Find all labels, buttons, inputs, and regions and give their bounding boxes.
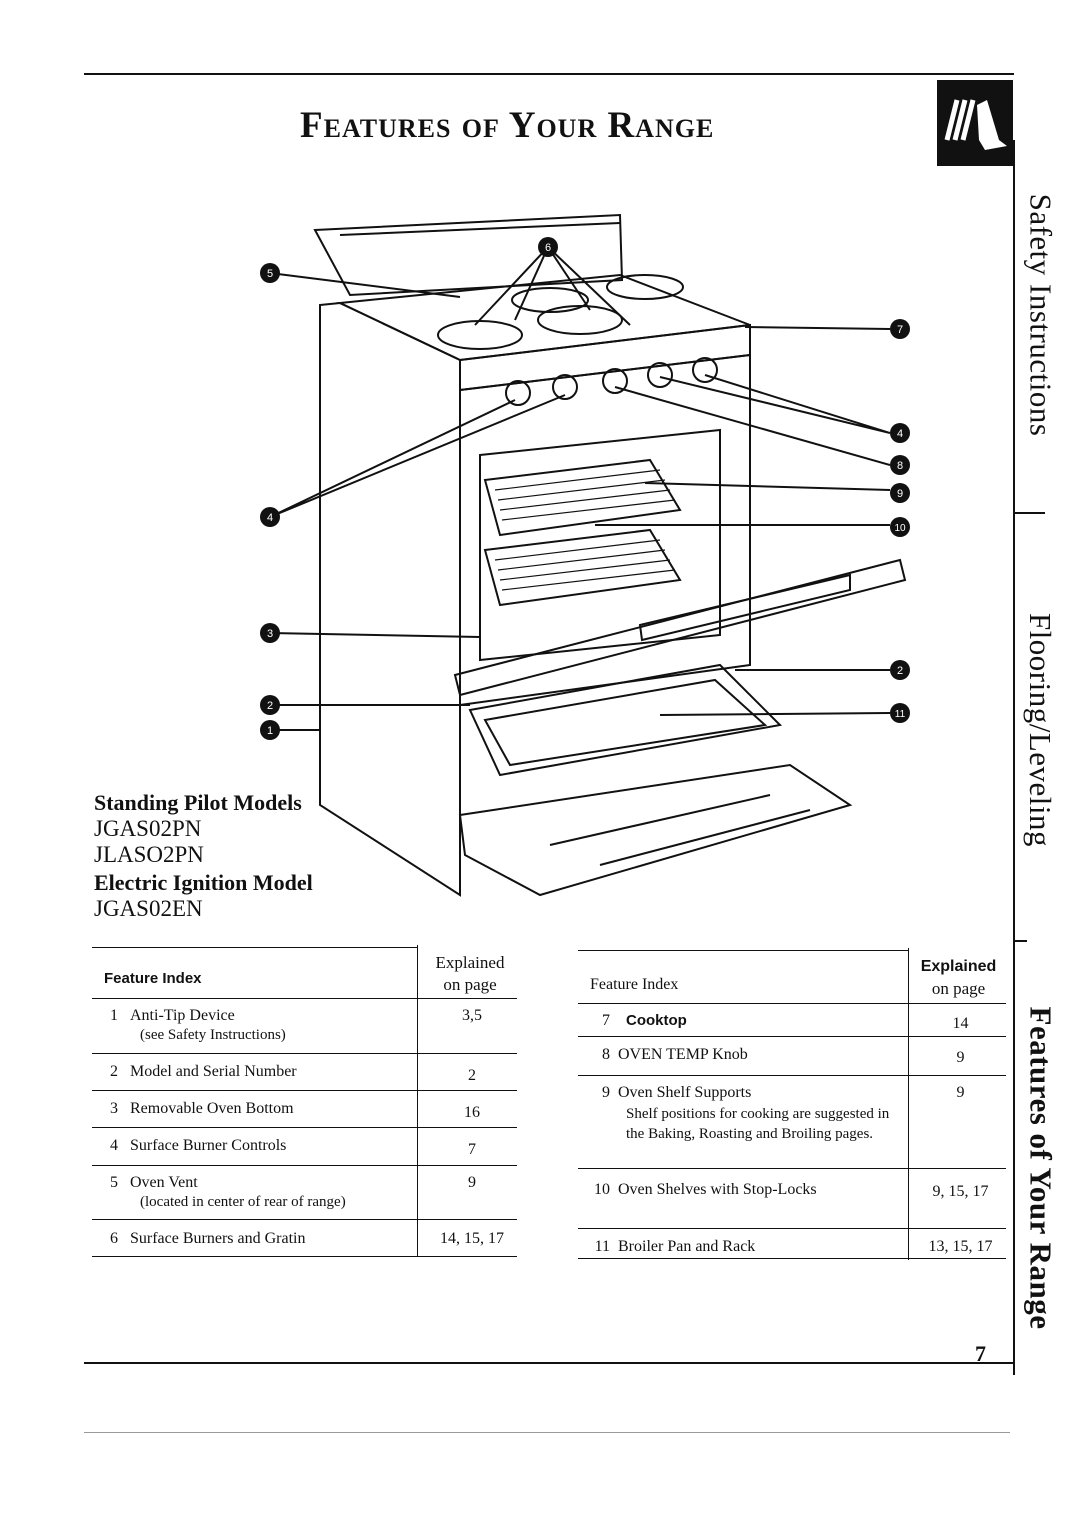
top-rule (84, 73, 1014, 75)
svg-text:8: 8 (897, 460, 903, 472)
model-number: JLASO2PN (94, 842, 204, 867)
bottom-rule (84, 1362, 1014, 1364)
model-number: JGAS02EN (94, 896, 203, 921)
side-tab-flooring[interactable]: Flooring/Leveling (1023, 612, 1058, 848)
model-number: JGAS02PN (94, 816, 202, 841)
hand-logo-icon (944, 99, 1007, 150)
standing-pilot-heading: Standing Pilot Models (94, 790, 302, 815)
page-title: Features of Your Range (300, 105, 715, 146)
callout-4-left: 4 (260, 507, 280, 527)
explained-header: Explained (435, 953, 505, 972)
svg-text:5: 5 (267, 268, 273, 280)
svg-text:6: 6 (545, 242, 551, 254)
page-number: 7 (975, 1341, 986, 1366)
callout-1: 1 (260, 720, 280, 740)
callout-5: 5 (260, 263, 280, 283)
shelf-note: Shelf positions for cooking are suggeste… (626, 1106, 890, 1142)
svg-text:4: 4 (897, 428, 903, 440)
feature-index-header: Feature Index (590, 976, 679, 993)
feature-index-header: Feature Index (104, 970, 202, 987)
feature-index-table-left: Feature Index Explained on page 1 Anti-T… (92, 945, 517, 1265)
callout-2-right: 2 (890, 660, 910, 680)
svg-text:2: 2 (267, 700, 273, 712)
side-tab-tick (1015, 512, 1045, 514)
callout-2-left: 2 (260, 695, 280, 715)
callout-10: 10 (890, 517, 910, 537)
callout-3: 3 (260, 623, 280, 643)
feature-index-table-right: Feature Index Explained on page 7 Cookto… (578, 948, 1006, 1263)
side-tab-safety[interactable]: Safety Instructions (1023, 193, 1059, 437)
callout-7: 7 (890, 319, 910, 339)
range-illustration: 5 6 7 4 8 9 10 4 3 2 2 1 11 (260, 213, 910, 897)
svg-text:9: 9 (897, 488, 903, 500)
svg-text:10: 10 (894, 523, 906, 534)
callout-markers: 5 6 7 4 8 9 10 4 3 2 2 1 11 (260, 237, 910, 740)
explained-header: Explained (920, 958, 997, 975)
svg-text:7: 7 (897, 324, 903, 336)
callout-8: 8 (890, 455, 910, 475)
footer-rule (84, 1432, 1010, 1433)
svg-text:11: 11 (895, 709, 906, 720)
svg-text:2: 2 (897, 665, 903, 677)
svg-text:4: 4 (267, 512, 273, 524)
on-page-header: on page (931, 979, 986, 998)
side-tab-features[interactable]: Features of Your Range (1023, 1006, 1059, 1329)
callout-6: 6 (538, 237, 558, 257)
side-tab-tick (1015, 940, 1027, 942)
svg-text:3: 3 (267, 628, 273, 640)
side-divider-line (1013, 140, 1015, 1375)
callout-9: 9 (890, 483, 910, 503)
callout-11: 11 (890, 703, 910, 723)
on-page-header: on page (443, 975, 497, 994)
svg-text:1: 1 (267, 725, 273, 737)
corner-logo (937, 80, 1013, 166)
electric-ignition-heading: Electric Ignition Model (94, 870, 313, 895)
callout-4-right: 4 (890, 423, 910, 443)
